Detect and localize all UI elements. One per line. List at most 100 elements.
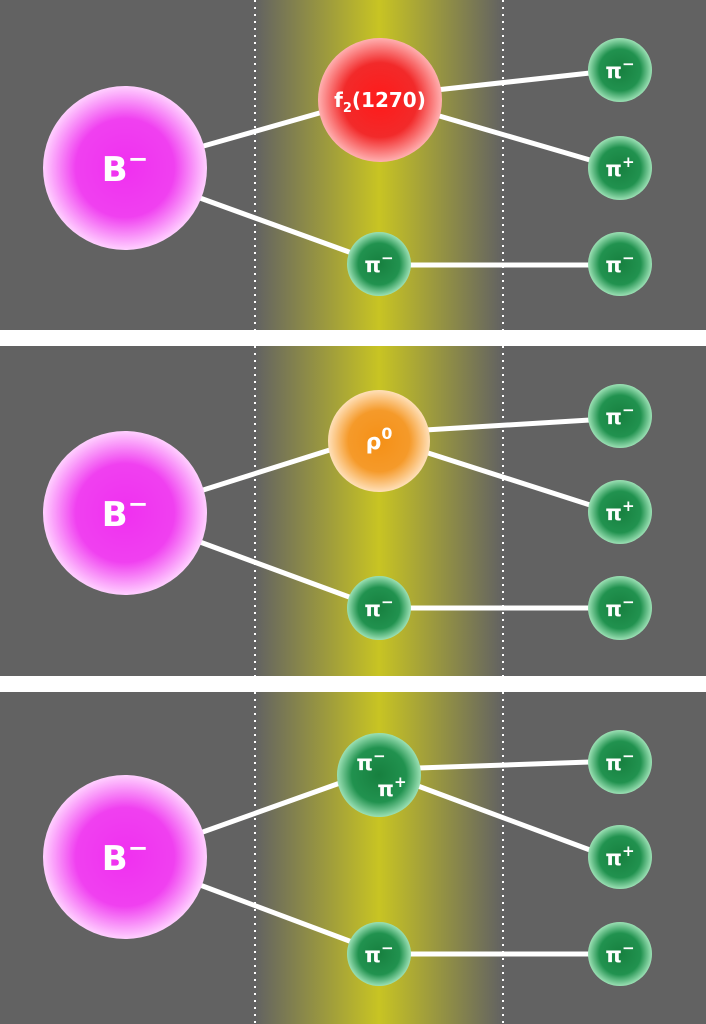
particle-product-pion-1: π− (588, 384, 652, 448)
line-intermediate-to-product-2 (424, 449, 591, 508)
particle-product-pion-3: π− (588, 232, 652, 296)
particle-b-meson: B− (43, 86, 207, 250)
particle-product-pion-2: π+ (588, 480, 652, 544)
pion-charge: − (622, 593, 635, 611)
svg-text:π−: π− (605, 249, 634, 277)
particle-product-pion-3: π− (588, 922, 652, 986)
pion-circle (588, 232, 652, 296)
pion-label: π (605, 597, 622, 621)
particle-rho-resonance: ρ0 (328, 390, 430, 492)
line-intermediate-to-product-2 (435, 112, 591, 163)
particle-spectator-pion: π− (347, 922, 411, 986)
pion-circle (588, 730, 652, 794)
pion-charge: + (622, 842, 635, 860)
pion-charge: − (622, 939, 635, 957)
pion-circle (588, 384, 652, 448)
svg-text:π−: π− (364, 939, 393, 967)
pion-charge: − (622, 401, 635, 419)
b-meson-circle (43, 431, 207, 595)
svg-text:π−: π− (605, 747, 634, 775)
b-meson-charge: − (128, 144, 149, 173)
pion-label: π (605, 751, 622, 775)
b-meson-charge: − (128, 489, 149, 518)
pion-circle (588, 38, 652, 102)
pion-label: π (364, 943, 381, 967)
pion-charge: − (622, 55, 635, 73)
pair-second-pion-charge: + (394, 773, 407, 791)
particle-product-pion-2: π+ (588, 825, 652, 889)
f2-circle (318, 38, 442, 162)
pion-circle (347, 232, 411, 296)
svg-text:π−: π− (356, 747, 385, 775)
f2-subscript: 2 (343, 101, 352, 116)
particle-b-meson: B− (43, 775, 207, 939)
panel-f2: B− f2(1270) π− π− π+ (0, 0, 706, 330)
particle-product-pion-3: π− (588, 576, 652, 640)
particle-product-pion-2: π+ (588, 136, 652, 200)
particle-b-meson: B− (43, 431, 207, 595)
f2-mass: (1270) (352, 88, 426, 112)
pion-label: π (364, 597, 381, 621)
line-parent-to-spectator (199, 882, 361, 948)
svg-text:π+: π+ (605, 153, 634, 181)
pion-circle (588, 825, 652, 889)
pion-circle (347, 922, 411, 986)
line-intermediate-to-product-2 (417, 783, 591, 853)
svg-text:π−: π− (364, 593, 393, 621)
line-intermediate-to-product-1 (424, 417, 591, 433)
svg-text:π−: π− (605, 55, 634, 83)
svg-text:π−: π− (605, 939, 634, 967)
svg-text:π+: π+ (605, 497, 634, 525)
pion-charge: − (381, 593, 394, 611)
particle-product-pion-1: π− (588, 730, 652, 794)
pion-label: π (605, 405, 622, 429)
f2-label: f (334, 88, 343, 112)
rho-label: ρ (366, 430, 382, 455)
pair-first-pion-label: π (356, 751, 373, 775)
b-meson-circle (43, 775, 207, 939)
pion-pair-circle (337, 733, 421, 817)
panel-rho: B− ρ0 π− π− π+ (0, 346, 706, 676)
pion-circle (588, 922, 652, 986)
b-meson-circle (43, 86, 207, 250)
b-meson-label: B (102, 839, 128, 879)
pion-label: π (605, 253, 622, 277)
line-parent-to-spectator (199, 539, 361, 604)
pair-first-pion-charge: − (373, 747, 386, 765)
line-parent-to-intermediate (199, 107, 331, 150)
pion-label: π (605, 59, 622, 83)
rho-charge: 0 (381, 424, 392, 443)
svg-text:π−: π− (605, 401, 634, 429)
pion-label: π (364, 253, 381, 277)
b-meson-label: B (102, 495, 128, 535)
svg-text:π+: π+ (377, 773, 406, 801)
pion-charge: + (622, 153, 635, 171)
b-meson-charge: − (128, 833, 149, 862)
svg-text:ρ0: ρ0 (366, 424, 393, 455)
pion-label: π (605, 846, 622, 870)
panel-pion-pair: B− π− π+ π− π− π+ (0, 692, 706, 1024)
pion-circle (347, 576, 411, 640)
particle-spectator-pion: π− (347, 232, 411, 296)
pion-circle (588, 480, 652, 544)
svg-text:π−: π− (364, 249, 393, 277)
pion-label: π (605, 501, 622, 525)
line-intermediate-to-product-1 (417, 759, 591, 771)
svg-text:B−: B− (102, 833, 148, 879)
line-parent-to-spectator (199, 195, 361, 259)
particle-f2-resonance: f2(1270) (318, 38, 442, 162)
pion-label: π (605, 157, 622, 181)
svg-text:π+: π+ (605, 842, 634, 870)
pion-charge: − (622, 249, 635, 267)
pion-label: π (605, 943, 622, 967)
pion-charge: + (622, 497, 635, 515)
svg-text:B−: B− (102, 144, 148, 190)
pion-charge: − (381, 249, 394, 267)
pion-charge: − (622, 747, 635, 765)
line-intermediate-to-product-1 (435, 70, 591, 93)
particle-spectator-pion: π− (347, 576, 411, 640)
pair-second-pion-label: π (377, 777, 394, 801)
svg-text:B−: B− (102, 489, 148, 535)
pion-charge: − (381, 939, 394, 957)
